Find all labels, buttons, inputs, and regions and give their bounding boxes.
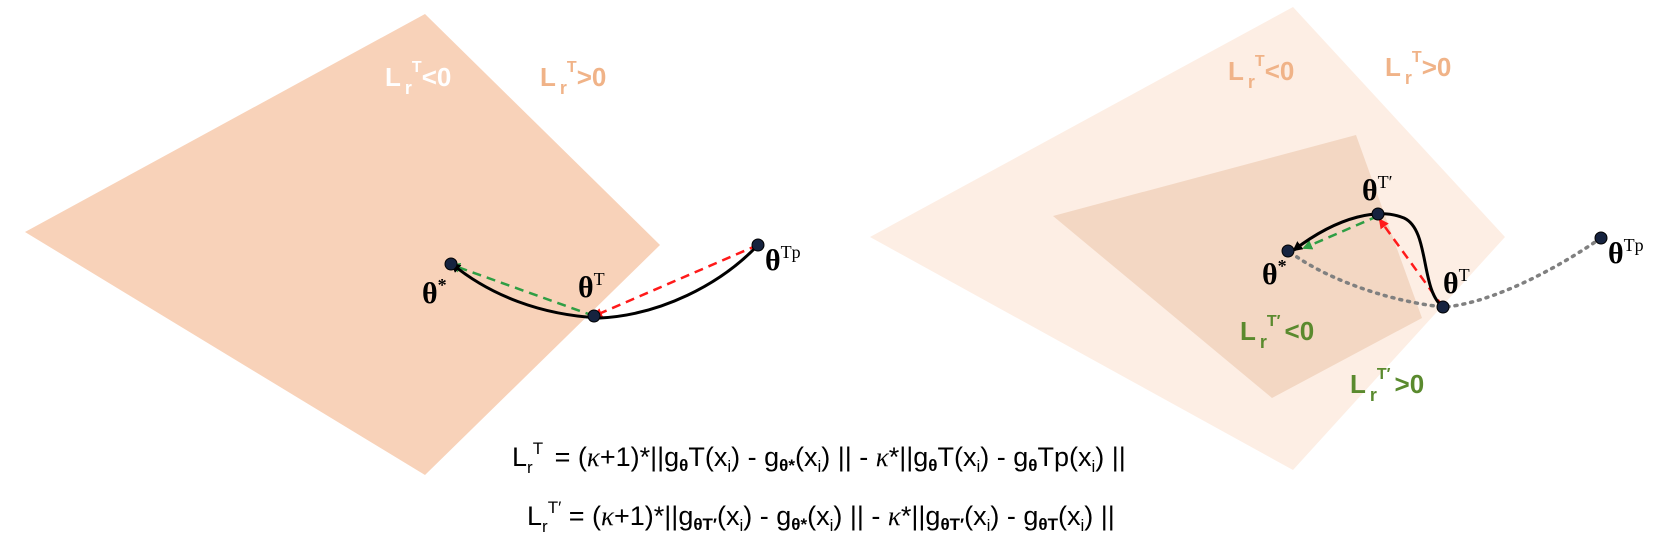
- right-region-inner: [1053, 135, 1422, 398]
- formula-line-1: LrT = (κ+1)*||gθT(xi) - gθ*(xi) || - κ*|…: [512, 439, 1126, 477]
- right-trajectory-curve: [1292, 212, 1445, 309]
- right-label-theta-star: θ*: [1262, 256, 1287, 291]
- left-region-negative: [25, 14, 660, 475]
- left-point-theta-Tp: [751, 238, 765, 252]
- right-point-theta-Tp: [1594, 231, 1608, 245]
- right-green-dashed-arrow: [1302, 214, 1379, 250]
- right-point-theta-Tprime: [1371, 207, 1385, 221]
- right-point-theta-T: [1436, 300, 1450, 314]
- right-label-theta-T: θT: [1443, 265, 1470, 300]
- right-label-theta-Tprime: θT′: [1362, 172, 1393, 207]
- right-point-theta-star: [1281, 244, 1295, 258]
- left-point-theta-T: [587, 309, 601, 323]
- right-label-theta-Tp: θTp: [1608, 235, 1644, 270]
- left-label-theta-T: θT: [578, 269, 605, 304]
- formula-line-2: LrT′ = (κ+1)*||gθT′(xi) - gθ*(xi) || - κ…: [527, 498, 1115, 536]
- left-label-theta-star: θ*: [422, 275, 447, 310]
- left-green-dashed-arrow: [450, 262, 595, 318]
- right-gray-dotted-path: [1288, 236, 1603, 309]
- left-label-theta-Tp: θTp: [765, 242, 801, 277]
- left-point-theta-star: [444, 257, 458, 271]
